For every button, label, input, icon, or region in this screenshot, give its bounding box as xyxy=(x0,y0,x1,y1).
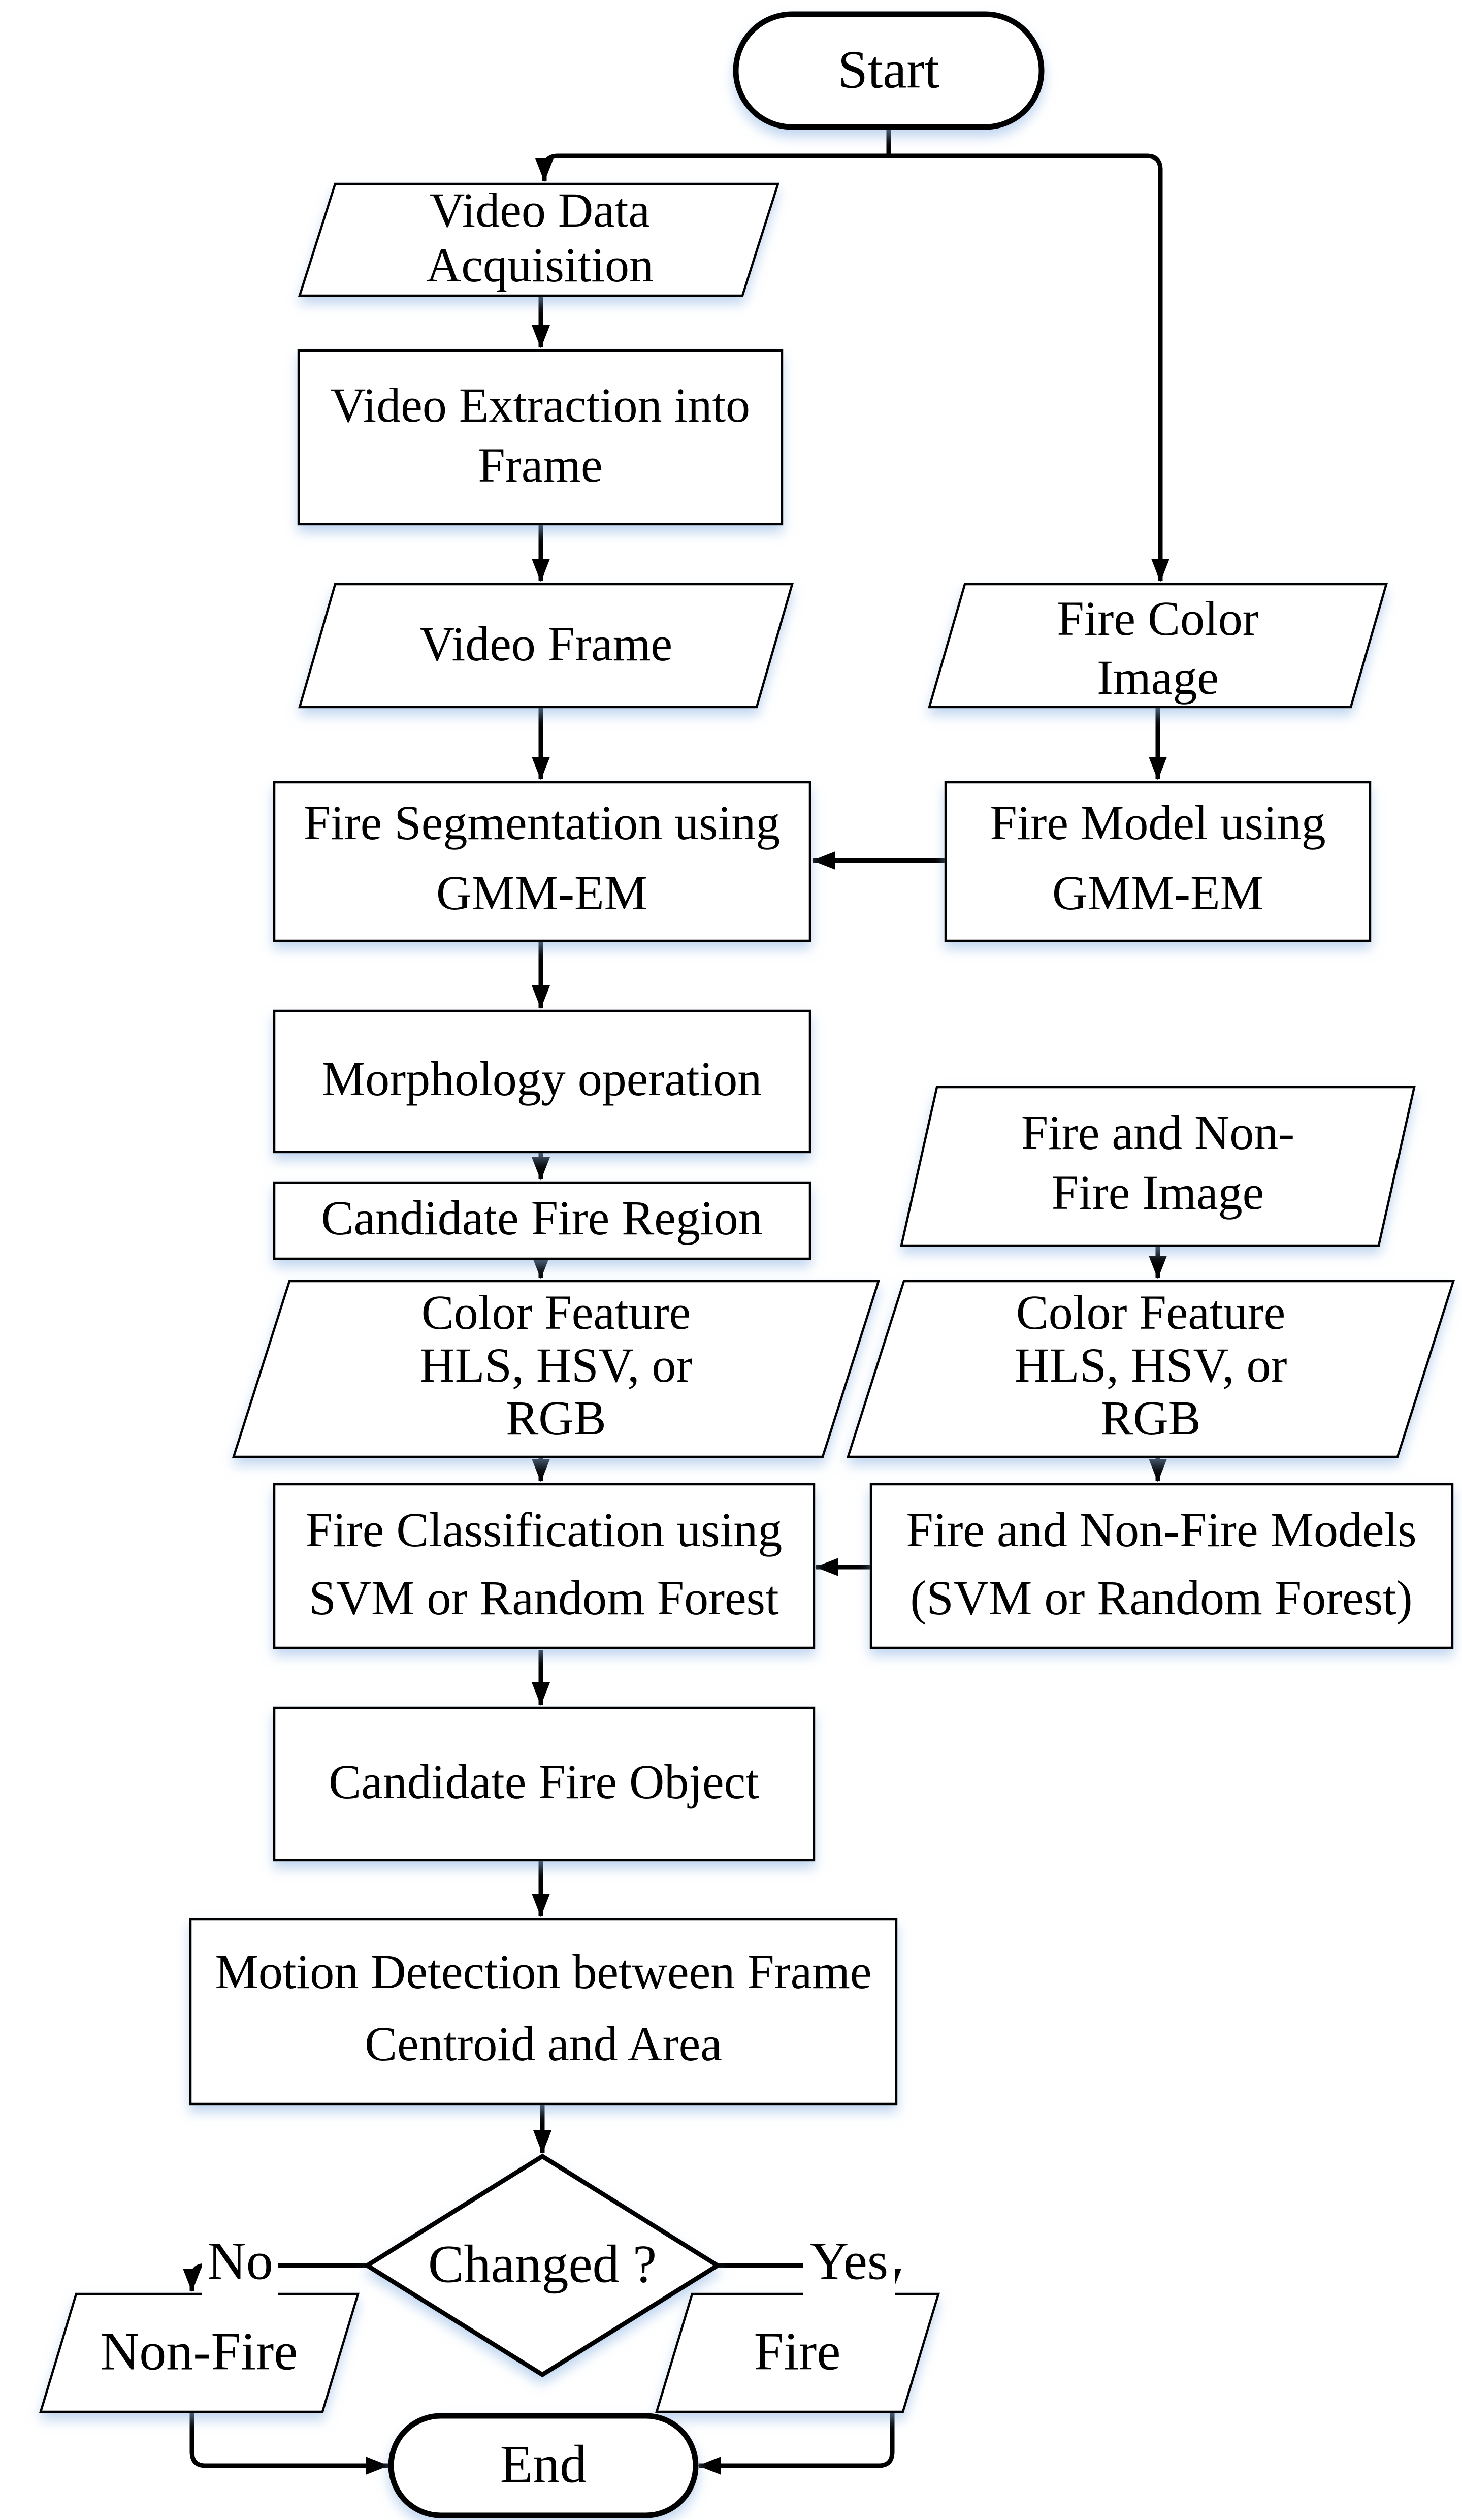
no-edge-label: No xyxy=(207,2231,273,2290)
fire-nonfire-models-node xyxy=(869,1483,1454,1649)
candidate-fire-object-label: Candidate Fire Object xyxy=(329,1755,759,1809)
fire-color-image-node xyxy=(928,583,1388,709)
yes-edge-label: Yes xyxy=(810,2231,888,2290)
end-label: End xyxy=(500,2434,587,2494)
fire-nonfire-models-label-2: (SVM or Random Forest) xyxy=(910,1571,1412,1625)
motion-detection-node xyxy=(189,1918,898,2106)
color-feature-right-label-1: Color Feature xyxy=(1016,1285,1286,1339)
video-extraction-label-2: Frame xyxy=(478,438,602,492)
fire-model-node xyxy=(944,781,1372,942)
shapes xyxy=(39,11,1455,2518)
fire-nonfire-image-label-2: Fire Image xyxy=(1052,1165,1264,1220)
fire-model-label-1: Fire Model using xyxy=(990,795,1325,850)
video-frame-node xyxy=(298,583,794,709)
morphology-label: Morphology operation xyxy=(322,1051,762,1106)
video-data-acquisition-label-1: Video Data xyxy=(430,183,650,237)
color-feature-right-label-2: HLS, HSV, or xyxy=(1015,1338,1287,1392)
color-feature-left-label-3: RGB xyxy=(506,1391,606,1445)
fire-classification-label-1: Fire Classification using xyxy=(306,1503,783,1557)
end-node xyxy=(388,2413,699,2518)
start-label: Start xyxy=(838,40,939,99)
video-extraction-label-1: Video Extraction into xyxy=(331,378,750,432)
motion-detection-label-1: Motion Detection between Frame xyxy=(215,1944,872,1999)
labels: Start Video Data Acquisition Video Extra… xyxy=(101,40,1417,2494)
candidate-fire-region-node xyxy=(273,1181,811,1260)
fire-nonfire-image-node xyxy=(900,1086,1416,1247)
video-data-acquisition-label-2: Acquisition xyxy=(426,238,654,292)
fire-model-label-2: GMM-EM xyxy=(1052,866,1263,920)
motion-detection-label-2: Centroid and Area xyxy=(365,2017,722,2071)
video-extraction-node xyxy=(297,349,784,526)
changed-decision-node xyxy=(363,2153,722,2378)
fire-color-image-label-2: Image xyxy=(1097,650,1219,705)
video-frame-label: Video Frame xyxy=(419,617,672,671)
fire-nonfire-models-label-1: Fire and Non-Fire Models xyxy=(906,1503,1416,1557)
color-feature-left-node xyxy=(232,1280,881,1458)
candidate-fire-object-node xyxy=(273,1706,816,1862)
no-label-bg xyxy=(202,2236,278,2296)
fire-segmentation-node xyxy=(273,781,811,942)
fire-classification-label-2: SVM or Random Forest xyxy=(309,1571,779,1625)
fire-nonfire-image-label-1: Fire and Non- xyxy=(1021,1105,1295,1160)
connectors xyxy=(183,127,1169,2475)
video-data-acquisition-node xyxy=(298,182,780,297)
color-feature-left-label-1: Color Feature xyxy=(421,1285,691,1339)
morphology-node xyxy=(273,1009,811,1154)
fire-label: Fire xyxy=(754,2321,841,2381)
edge-nonfire-to-end xyxy=(189,2413,389,2475)
edge-fire-to-end xyxy=(698,2413,895,2475)
fire-color-image-label-1: Fire Color xyxy=(1057,591,1258,646)
yes-label-bg xyxy=(803,2236,895,2296)
changed-decision-label: Changed ? xyxy=(428,2234,657,2293)
color-feature-right-label-3: RGB xyxy=(1100,1391,1200,1445)
candidate-fire-region-label: Candidate Fire Region xyxy=(321,1191,762,1245)
fire-segmentation-label-2: GMM-EM xyxy=(436,866,647,920)
color-feature-right-node xyxy=(846,1280,1455,1458)
fire-segmentation-label-1: Fire Segmentation using xyxy=(304,795,781,850)
non-fire-label: Non-Fire xyxy=(101,2321,298,2381)
edge-split-horizontal xyxy=(542,153,1163,170)
fire-classification-node xyxy=(273,1483,816,1649)
color-feature-left-label-2: HLS, HSV, or xyxy=(420,1338,693,1392)
start-node xyxy=(733,11,1045,130)
